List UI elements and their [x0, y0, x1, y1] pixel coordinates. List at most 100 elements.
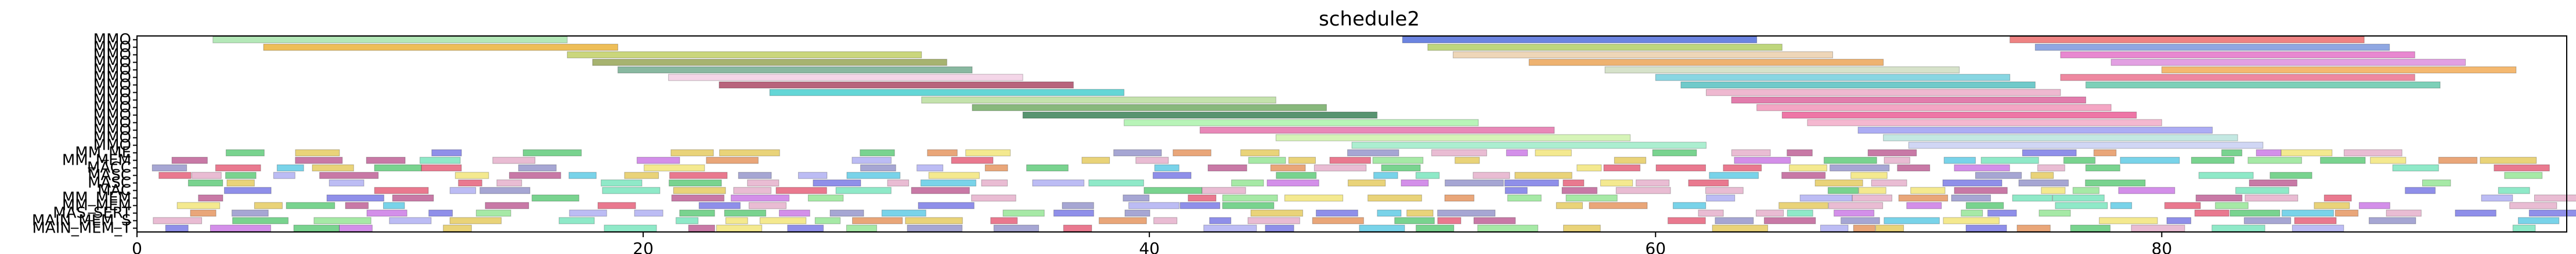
short-task-bar — [1153, 217, 1178, 224]
short-task-bar — [1514, 172, 1572, 179]
short-task-bar — [479, 187, 531, 194]
short-task-bar — [2215, 202, 2249, 209]
short-task-bar — [1781, 172, 1826, 179]
short-task-bar — [1975, 172, 2022, 179]
short-task-bar — [2294, 217, 2337, 224]
short-task-bar — [458, 179, 482, 187]
short-task-bar — [1563, 224, 1601, 232]
short-task-bar — [1589, 202, 1648, 209]
short-task-bar — [1026, 164, 1069, 172]
short-task-bar — [295, 157, 343, 164]
short-task-bar — [602, 187, 661, 194]
short-task-bar — [1705, 187, 1744, 194]
short-task-bar — [679, 209, 715, 217]
task-bar — [2086, 81, 2441, 89]
short-task-bar — [759, 217, 807, 224]
short-task-bar — [1980, 157, 2039, 164]
y-tick-label: MM_MEM — [62, 190, 131, 207]
short-task-bar — [2099, 217, 2158, 224]
task-bar — [592, 59, 947, 66]
short-task-bar — [1841, 217, 1880, 224]
short-task-bar — [1314, 164, 1367, 172]
task-bar — [2060, 74, 2415, 81]
short-task-bar — [1113, 149, 1162, 157]
short-task-bar — [1445, 179, 1504, 187]
y-tick-label: MMO — [93, 77, 131, 94]
short-task-bar — [778, 209, 810, 217]
short-task-bar — [1002, 209, 1045, 217]
short-task-bar — [965, 149, 1011, 157]
y-tick-label: MM_MEM — [62, 197, 131, 215]
task-bar — [1022, 111, 1378, 119]
short-task-bar — [1943, 217, 2000, 224]
task-bar — [1275, 134, 1631, 141]
short-task-bar — [192, 172, 222, 179]
chart-title: schedule2 — [1319, 8, 1420, 31]
task-bar — [1857, 126, 2213, 134]
y-tick-label: MMO — [93, 39, 131, 56]
short-task-bar — [2093, 149, 2117, 157]
short-task-bar — [326, 194, 384, 202]
short-task-bar — [2256, 149, 2282, 157]
short-task-bar — [2120, 157, 2180, 164]
short-task-bar — [860, 164, 896, 172]
short-task-bar — [215, 164, 261, 172]
short-task-bar — [775, 187, 827, 194]
task-bar — [1705, 89, 2061, 96]
y-axis-ticks: MMOMMOMMOMMOMMOMMOMMOMMOMMOMMOMMOMMOMMOM… — [32, 31, 137, 237]
short-task-bar — [2498, 187, 2530, 194]
task-bar — [1604, 66, 1960, 74]
short-task-bar — [1209, 217, 1232, 224]
short-task-bar — [312, 164, 354, 172]
short-task-bar — [1329, 157, 1371, 164]
short-task-bar — [151, 164, 187, 172]
short-task-bar — [981, 179, 1008, 187]
short-task-bar — [1830, 164, 1890, 172]
short-task-bar — [1347, 149, 1399, 157]
short-task-bar — [198, 194, 223, 202]
short-task-bar — [1312, 217, 1364, 224]
y-tick-label: MM_ME — [75, 144, 131, 162]
y-tick-label: MASC — [88, 167, 131, 184]
short-task-bar — [1207, 164, 1247, 172]
short-task-bar — [1284, 194, 1344, 202]
short-task-bar — [2198, 172, 2254, 179]
task-bar — [1731, 96, 2087, 104]
short-task-bar — [1655, 164, 1706, 172]
short-task-bar — [733, 187, 771, 194]
short-task-bar — [1672, 202, 1706, 209]
short-task-bar — [1787, 149, 1813, 157]
short-task-bar — [1081, 157, 1110, 164]
short-task-bar — [846, 224, 877, 232]
short-task-bar — [1372, 157, 1424, 164]
short-task-bar — [1954, 187, 2008, 194]
short-task-bar — [1188, 194, 1217, 202]
short-task-bar — [671, 194, 724, 202]
short-task-bar — [984, 164, 1008, 172]
short-task-bar — [496, 179, 522, 187]
task-bar — [1199, 126, 1555, 134]
short-task-bar — [1473, 217, 1516, 224]
short-task-bar — [2012, 194, 2053, 202]
short-task-bar — [2221, 149, 2243, 157]
short-task-bar — [1576, 164, 1602, 172]
short-task-bar — [1473, 172, 1510, 179]
short-task-bar — [428, 209, 453, 217]
short-task-bar — [1615, 187, 1671, 194]
short-task-bar — [1987, 209, 2017, 217]
short-task-bar — [2018, 179, 2069, 187]
x-tick-label: 20 — [633, 239, 654, 254]
short-task-bar — [1853, 224, 1875, 232]
y-tick-label: MASC — [88, 175, 131, 192]
short-task-bar — [223, 187, 272, 194]
short-task-bar — [187, 179, 223, 187]
short-task-bar — [2358, 202, 2390, 209]
short-task-bar — [1875, 224, 1904, 232]
short-task-bar — [569, 209, 607, 217]
short-task-bar — [449, 187, 477, 194]
short-task-bar — [226, 179, 255, 187]
short-task-bar — [2245, 194, 2299, 202]
y-tick-label: MMO — [93, 137, 131, 154]
short-task-bar — [1265, 224, 1294, 232]
